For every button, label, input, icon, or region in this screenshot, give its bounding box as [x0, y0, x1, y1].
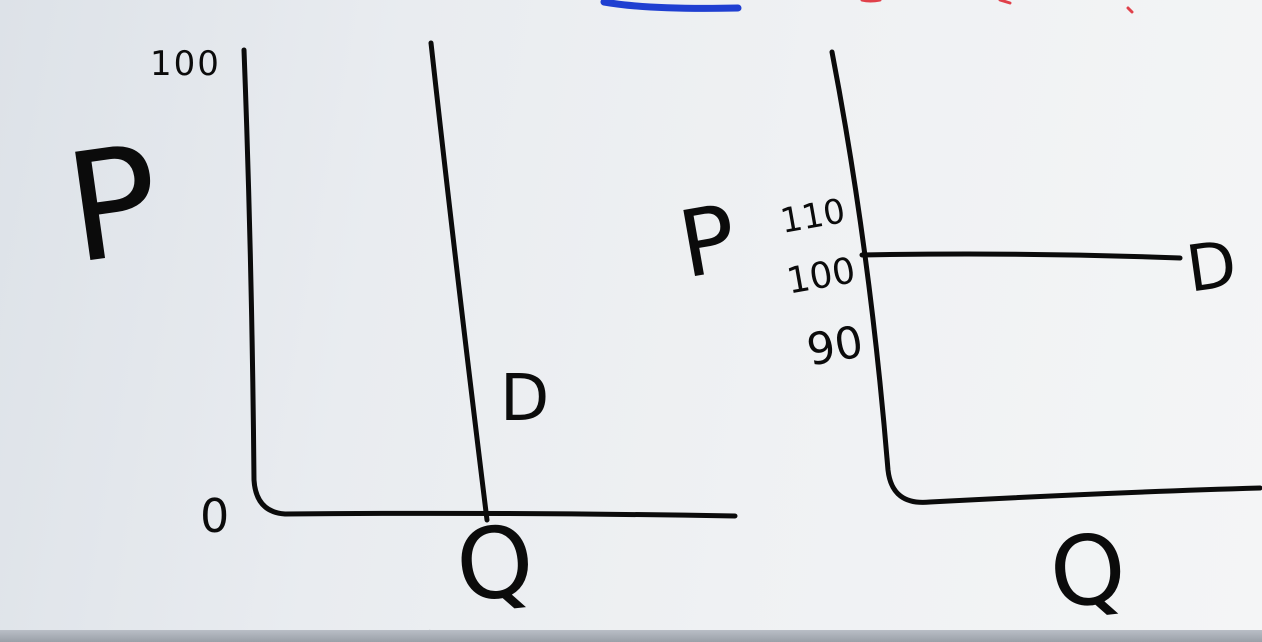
- right-tick-90: 90: [803, 316, 867, 376]
- left-y-axis-label: P: [57, 113, 171, 298]
- top-blue-mark: [600, 0, 742, 12]
- right-y-axis-label: P: [671, 184, 744, 299]
- left-graph: P 100 0 D Q: [57, 40, 738, 625]
- left-axes: [241, 47, 738, 519]
- right-demand-label: D: [1182, 227, 1241, 307]
- left-tick-100: 100: [150, 44, 221, 84]
- left-x-axis-label: Q: [451, 504, 540, 625]
- right-tick-110: 110: [777, 191, 848, 242]
- right-axes: [829, 49, 1262, 505]
- top-red-mark: [860, 0, 1134, 14]
- left-demand-curve: [428, 40, 490, 523]
- right-demand-curve: [859, 251, 1183, 261]
- bottom-frame-edge: [0, 630, 1262, 642]
- right-graph: P 110 100 90 D Q: [671, 49, 1262, 631]
- right-x-axis-label: Q: [1044, 512, 1131, 631]
- right-tick-100: 100: [784, 250, 859, 302]
- left-tick-0: 0: [200, 489, 229, 543]
- left-demand-label: D: [500, 362, 549, 436]
